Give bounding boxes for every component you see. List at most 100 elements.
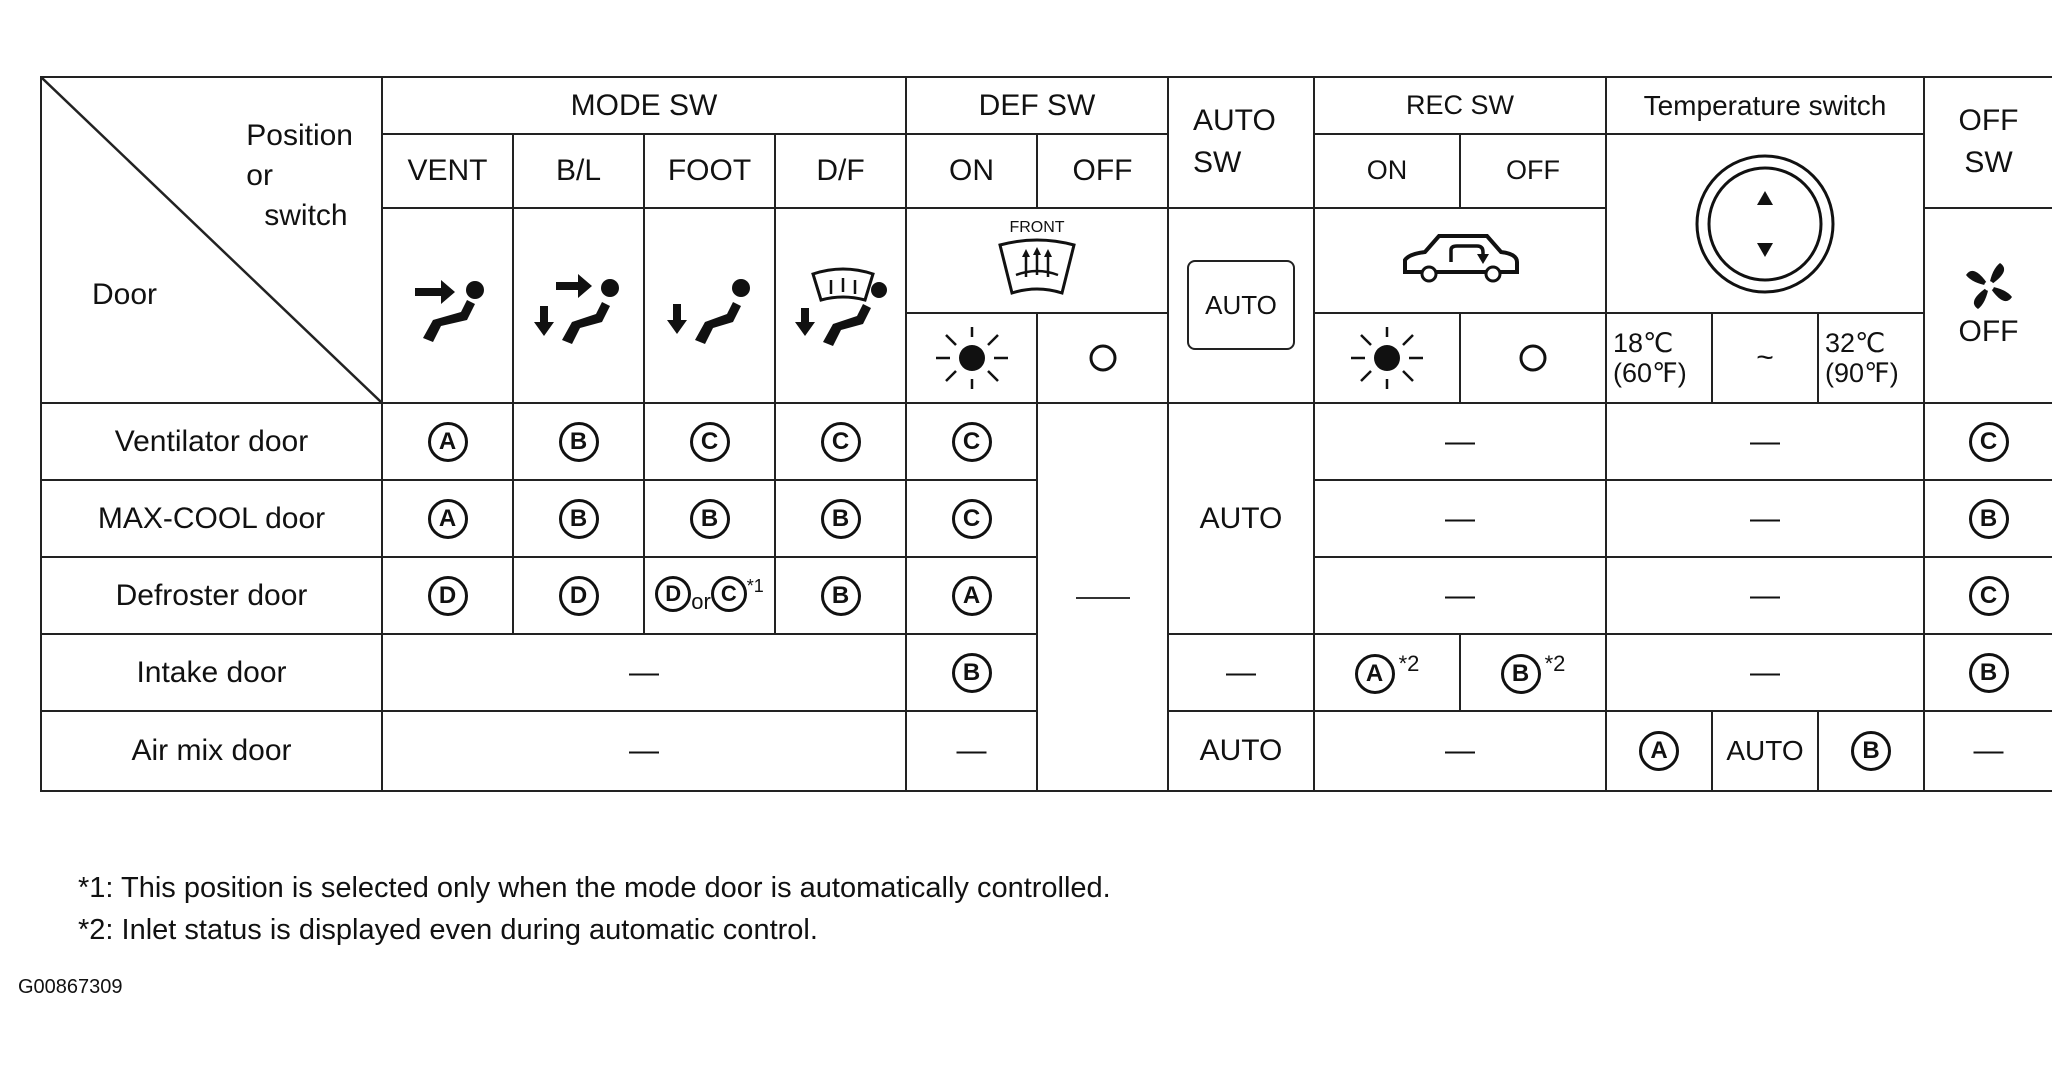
mode-col-foot: FOOT <box>643 133 776 209</box>
foot-icon-cell <box>643 206 776 404</box>
maxcool-off: B <box>1923 479 2052 558</box>
table-row: Intake door — B — A*2 B*2 — B <box>40 633 2052 712</box>
position-badge: A <box>1639 731 1679 771</box>
door-position-table: Position or switch Door MODE SW DEF SW A… <box>40 76 2052 792</box>
table-row: Ventilator door A B C C C — AUTO — — C <box>40 402 2052 792</box>
or-word: or <box>246 159 273 192</box>
defrost-foot-mode-icon <box>794 267 887 347</box>
dash-text: — <box>1973 734 2004 767</box>
front-defroster-icon <box>998 238 1076 296</box>
def-off-merged-cell: — <box>1036 402 1169 792</box>
bi-level-mode-icon <box>533 274 619 345</box>
position-badge: B <box>1968 498 2009 539</box>
diagonal-divider <box>43 79 380 401</box>
maxcool-bl: B <box>512 479 645 558</box>
off-icon-cell: OFF <box>1923 206 2052 404</box>
intake-off: B <box>1923 633 2052 712</box>
position-badge: C <box>820 421 861 462</box>
temp-dial-cell <box>1605 133 1925 314</box>
intake-mode-span: — <box>381 633 907 712</box>
footnote-marker: *2 <box>1398 650 1420 676</box>
maxcool-rec: — <box>1313 479 1607 558</box>
defroster-def-on: A <box>905 556 1038 635</box>
defroster-temp: — <box>1605 556 1925 635</box>
rec-col-on: ON <box>1313 133 1461 209</box>
dash-mark <box>1075 597 1130 600</box>
dash-text: — <box>1750 655 1780 689</box>
airmix-rec: — <box>1313 710 1607 792</box>
position-badge: B <box>820 498 861 539</box>
rec-off-indicator-cell <box>1459 312 1607 404</box>
defroster-rec: — <box>1313 556 1607 635</box>
mode-col-df: D/F <box>774 133 907 209</box>
maxcool-df: B <box>774 479 907 558</box>
mode-col-vent: VENT <box>381 133 514 209</box>
vent-icon-cell <box>381 206 514 404</box>
indicator-lit-icon <box>935 327 1008 389</box>
defroster-df: B <box>774 556 907 635</box>
position-badge: C <box>1968 575 2009 616</box>
def-col-on: ON <box>905 133 1038 209</box>
corner-header-cell: Position or switch Door <box>40 76 383 404</box>
door-name-ventilator: Ventilator door <box>40 402 383 481</box>
dash-text: — <box>1445 578 1475 612</box>
dash-text: — <box>1750 578 1780 612</box>
rec-col-off: OFF <box>1459 133 1607 209</box>
def-col-off: OFF <box>1036 133 1169 209</box>
intake-def-on: B <box>905 633 1038 712</box>
airmix-off: — <box>1923 710 2052 792</box>
indicator-unlit-icon <box>1519 344 1547 372</box>
door-label: Door <box>92 278 158 311</box>
airmix-temp-low: A <box>1605 710 1713 792</box>
defroster-vent: D <box>381 556 514 635</box>
rec-sw-header: REC SW <box>1313 76 1607 135</box>
dash-text: — <box>1445 501 1475 535</box>
rec-on-indicator-cell <box>1313 312 1461 404</box>
position-badge: A <box>1354 654 1395 695</box>
auto-sw-header: AUTO SW <box>1167 76 1315 209</box>
maxcool-temp: — <box>1605 479 1925 558</box>
position-or-switch-label: Position or switch <box>246 116 353 236</box>
temp-low-value: 18℃ (60℉) <box>1613 328 1687 388</box>
door-name-max-cool: MAX-COOL door <box>40 479 383 558</box>
position-badge: B <box>689 498 730 539</box>
footnote-1: *1: This position is selected only when … <box>78 872 1111 904</box>
bl-icon-cell <box>512 206 645 404</box>
auto-button-icon: AUTO <box>1187 260 1295 351</box>
airmix-temp-mid: AUTO <box>1711 710 1819 792</box>
off-sw-label: OFF SW <box>1958 104 2019 180</box>
temp-low-cell: 18℃ (60℉) <box>1605 312 1713 404</box>
position-badge: B <box>558 421 599 462</box>
def-off-indicator-cell <box>1036 312 1169 404</box>
mode-col-bl: B/L <box>512 133 645 209</box>
temp-tilde-cell: ~ <box>1711 312 1819 404</box>
dash-text: — <box>956 734 987 767</box>
front-label: FRONT <box>1009 219 1065 237</box>
footnote-marker: *2 <box>1544 650 1566 676</box>
intake-rec-off: B*2 <box>1459 633 1607 712</box>
vent-mode-icon <box>414 280 484 343</box>
ventilator-temp: — <box>1605 402 1925 481</box>
temp-high-cell: 32℃ (90℉) <box>1817 312 1925 404</box>
door-name-intake: Intake door <box>40 633 383 712</box>
ventilator-off: C <box>1923 402 2052 481</box>
fan-icon <box>1965 263 2012 310</box>
position-badge: A <box>951 575 992 616</box>
recirc-icon-cell <box>1313 206 1607 314</box>
intake-auto: — <box>1167 633 1315 712</box>
maxcool-vent: A <box>381 479 514 558</box>
position-badge: A <box>427 498 468 539</box>
position-word: Position <box>246 119 353 152</box>
dash-text: — <box>1445 734 1475 767</box>
door-name-air-mix: Air mix door <box>40 710 383 792</box>
or-text: or <box>691 589 711 614</box>
recirculation-car-icon <box>1403 234 1519 283</box>
switch-word: switch <box>264 199 348 232</box>
ventilator-def-on: C <box>905 402 1038 481</box>
intake-temp: — <box>1605 633 1925 712</box>
df-icon-cell <box>774 206 907 404</box>
position-badge: C <box>951 421 992 462</box>
position-badge: D <box>427 575 468 616</box>
ventilator-bl: B <box>512 402 645 481</box>
position-badge: B <box>1851 731 1891 771</box>
